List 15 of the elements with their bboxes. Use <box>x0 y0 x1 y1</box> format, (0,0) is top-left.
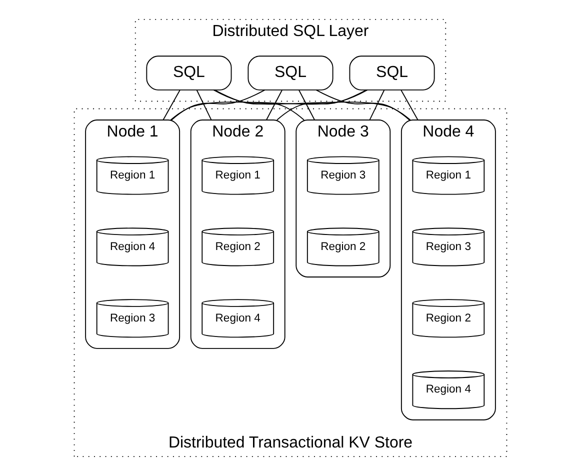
connector <box>400 90 418 120</box>
connector <box>162 90 180 120</box>
connector <box>196 90 212 120</box>
connector <box>368 90 384 120</box>
connector <box>170 90 368 120</box>
connector <box>170 90 265 120</box>
node-box: SQL <box>348 56 434 90</box>
node-box: SQL <box>247 56 333 90</box>
connector <box>212 90 410 120</box>
connector <box>315 90 410 120</box>
connector <box>214 90 304 120</box>
node-box: SQL <box>146 56 232 90</box>
connector <box>265 90 282 120</box>
connector <box>298 90 315 120</box>
connector <box>276 90 366 120</box>
